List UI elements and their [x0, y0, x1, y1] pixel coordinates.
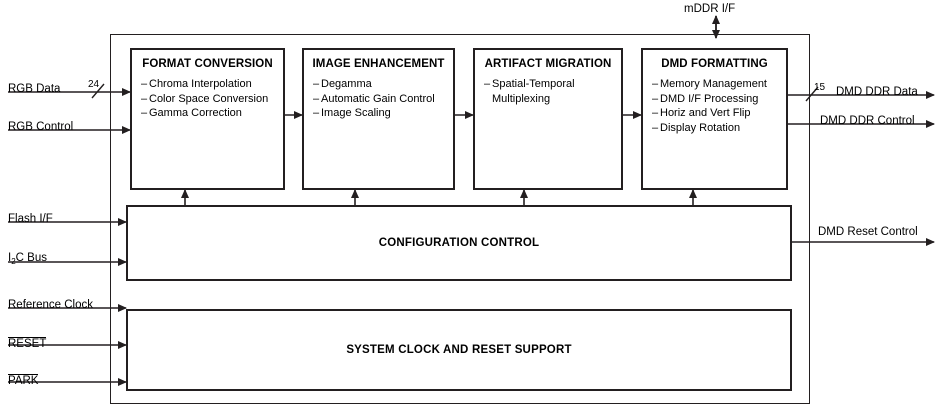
bus-width-dmd-ddr-data: 15: [814, 82, 826, 93]
band-label: CONFIGURATION CONTROL: [378, 237, 540, 249]
output-label-dmd-ddr-data: DMD DDR Data: [836, 86, 918, 98]
list-item: –Spatial-Temporal: [484, 78, 575, 90]
output-label-dmd-ddr-control: DMD DDR Control: [820, 115, 915, 127]
chip-boundary: [110, 34, 810, 404]
block-items: –Spatial-Temporal Multiplexing: [475, 77, 621, 106]
block-title: IMAGE ENHANCEMENT: [312, 58, 445, 70]
bus-width-rgb-data: 24: [88, 79, 100, 90]
band-label: SYSTEM CLOCK AND RESET SUPPORT: [346, 344, 572, 356]
input-label-park: PARK: [8, 374, 39, 387]
list-item: –Image Scaling: [313, 107, 391, 119]
block-title: FORMAT CONVERSION: [142, 58, 273, 70]
list-item: –Chroma Interpolation: [141, 78, 252, 90]
block-title: ARTIFACT MIGRATION: [484, 58, 612, 70]
input-label-reset: RESET: [8, 337, 47, 350]
input-label-rgb-data: RGB Data: [8, 83, 61, 95]
list-item: –Automatic Gain Control: [313, 92, 435, 105]
input-label-rgb-control: RGB Control: [8, 121, 74, 133]
block-format-conversion: FORMAT CONVERSION –Chroma Interpolation …: [130, 48, 285, 190]
list-item: –Color Space Conversion: [141, 92, 269, 105]
band-system-clock-reset: SYSTEM CLOCK AND RESET SUPPORT: [126, 309, 792, 391]
list-item: –Degamma: [313, 78, 372, 90]
list-item: –Horiz and Vert Flip: [652, 107, 751, 119]
input-label-reference-clock: Reference Clock: [8, 299, 94, 311]
list-item: –Display Rotation: [652, 121, 741, 134]
port-label-mddr-if: mDDR I/F: [684, 3, 736, 15]
input-label-flash-if: Flash I/F: [8, 213, 53, 225]
block-dmd-formatting: DMD FORMATTING –Memory Management –DMD I…: [641, 48, 788, 190]
list-item: –Gamma Correction: [141, 107, 242, 119]
block-title: DMD FORMATTING: [661, 58, 768, 70]
list-item: Multiplexing: [492, 92, 551, 105]
block-items: –Chroma Interpolation –Color Space Conve…: [132, 77, 283, 121]
block-items: –Degamma –Automatic Gain Control –Image …: [304, 77, 453, 121]
block-image-enhancement: IMAGE ENHANCEMENT –Degamma –Automatic Ga…: [302, 48, 455, 190]
block-artifact-migration: ARTIFACT MIGRATION –Spatial-Temporal Mul…: [473, 48, 623, 190]
band-configuration-control: CONFIGURATION CONTROL: [126, 205, 792, 281]
output-label-dmd-reset-control: DMD Reset Control: [818, 226, 918, 238]
list-item: –DMD I/F Processing: [652, 92, 759, 105]
input-label-i2c-bus: I2C Bus: [8, 252, 47, 266]
block-items: –Memory Management –DMD I/F Processing –…: [643, 77, 786, 135]
list-item: –Memory Management: [652, 78, 767, 90]
